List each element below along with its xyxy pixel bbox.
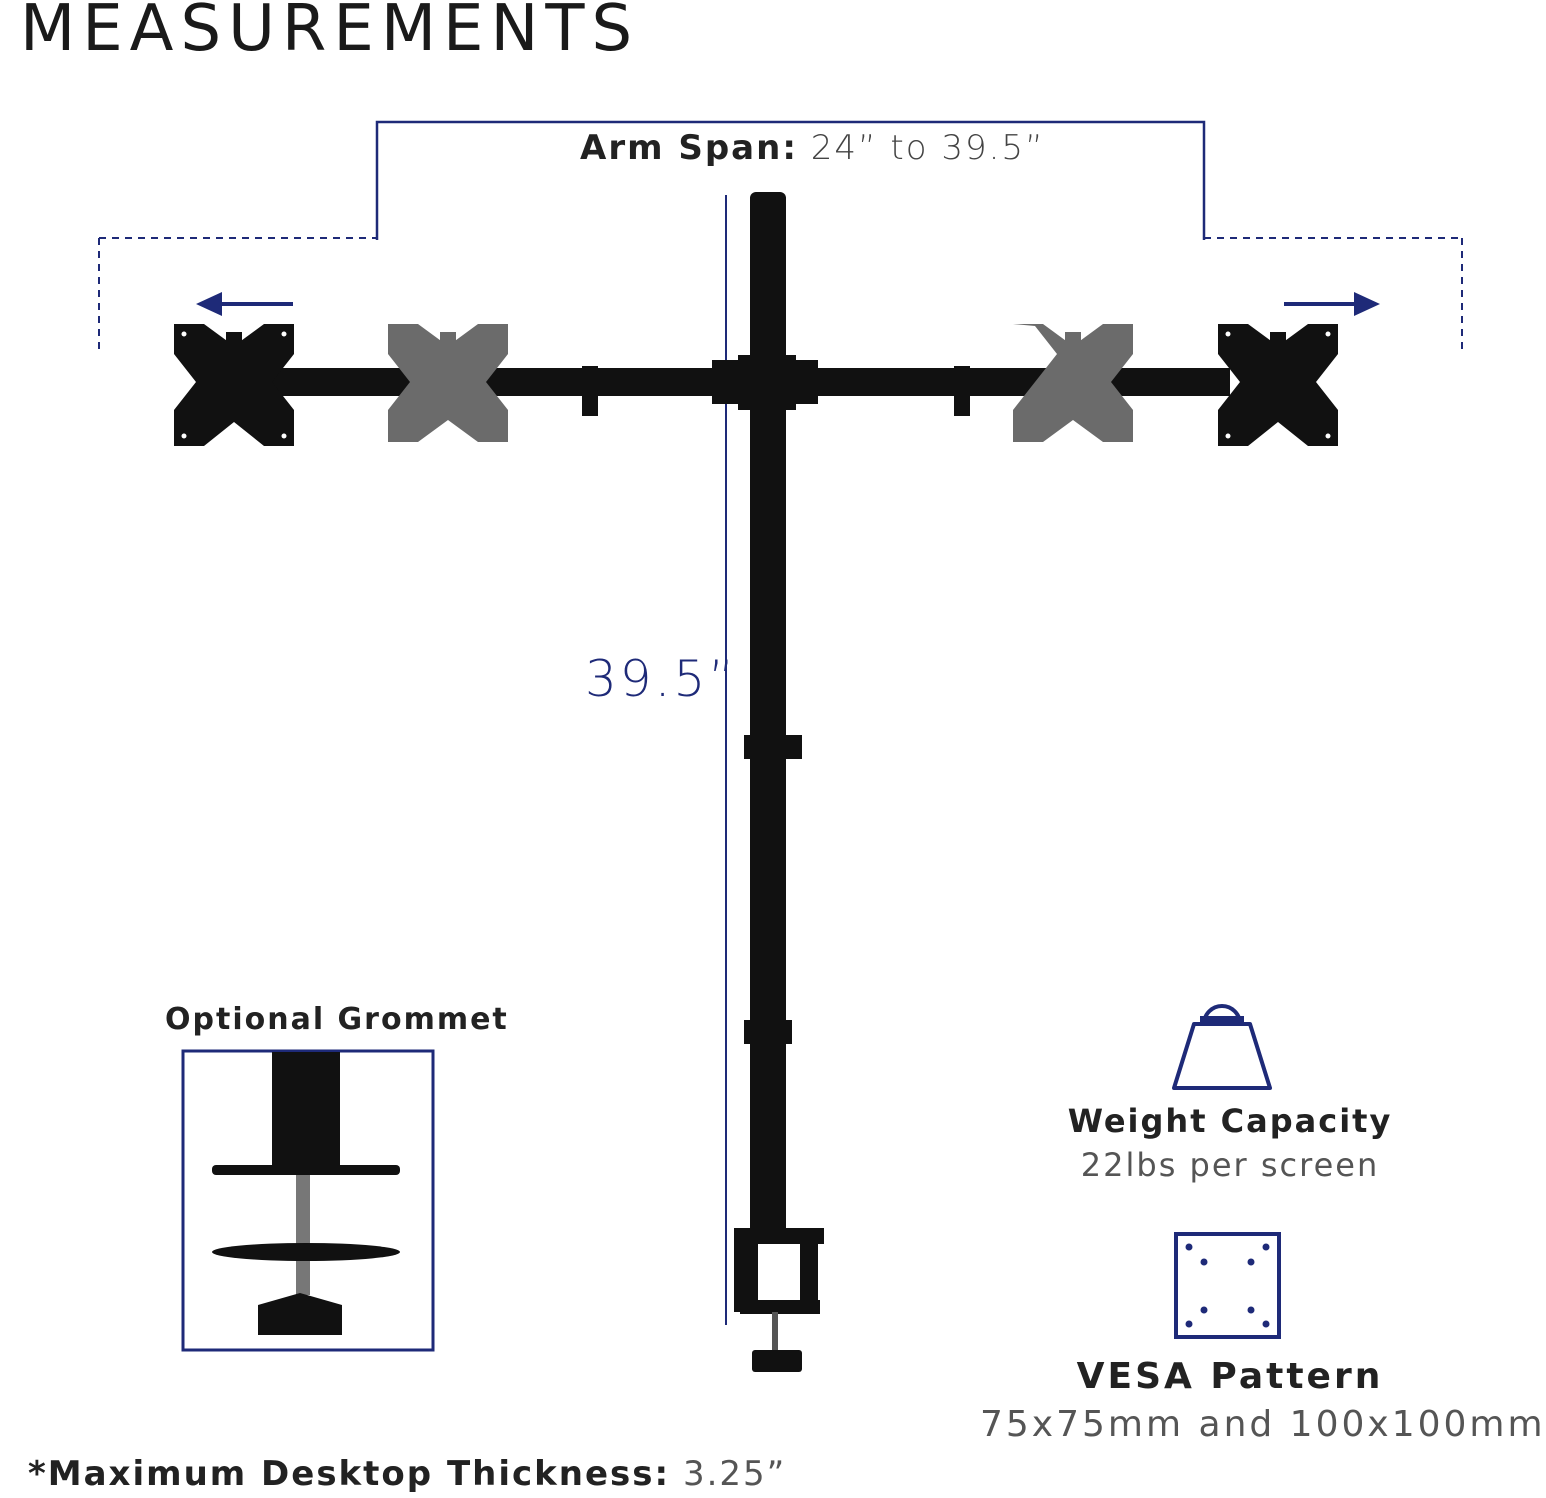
arrow-left-icon [196, 292, 293, 316]
desk-thickness-value: 3.25” [682, 1454, 787, 1494]
weight-capacity-title: Weight Capacity [1067, 1102, 1393, 1140]
diagram-canvas [98, 120, 1463, 1372]
vesa-value: 75x75mm and 100x100mm [980, 1404, 1546, 1445]
grommet-box [181, 1049, 435, 1352]
pole [738, 192, 802, 1242]
vesa-plate-ghost-right [1013, 324, 1133, 442]
arm-span-label: Arm Span: 24” to 39.5” [580, 128, 1045, 168]
arm-span-key: Arm Span: [580, 128, 798, 168]
weight-capacity-value: 22lbs per screen [1080, 1146, 1380, 1184]
arrow-right-icon [1284, 292, 1380, 316]
vesa-plate-left [174, 324, 294, 446]
height-value: 39.5” [585, 650, 738, 708]
grommet-label: Optional Grommet [165, 1002, 509, 1037]
desk-thickness-note: *Maximum Desktop Thickness: 3.25” [28, 1454, 786, 1494]
vesa-plate-right [1218, 324, 1338, 446]
weight-icon [1172, 1004, 1272, 1090]
desk-clamp [734, 1228, 824, 1372]
desk-thickness-label: *Maximum Desktop Thickness: [28, 1454, 671, 1494]
arm-span-value: 24” to 39.5” [810, 128, 1045, 168]
vesa-title: VESA Pattern [1076, 1356, 1384, 1397]
page-title: MEASUREMENTS [20, 0, 640, 66]
arm-span-bracket [98, 120, 1463, 355]
vesa-pattern-icon [1174, 1232, 1281, 1339]
vesa-plate-ghost-left [388, 324, 508, 442]
